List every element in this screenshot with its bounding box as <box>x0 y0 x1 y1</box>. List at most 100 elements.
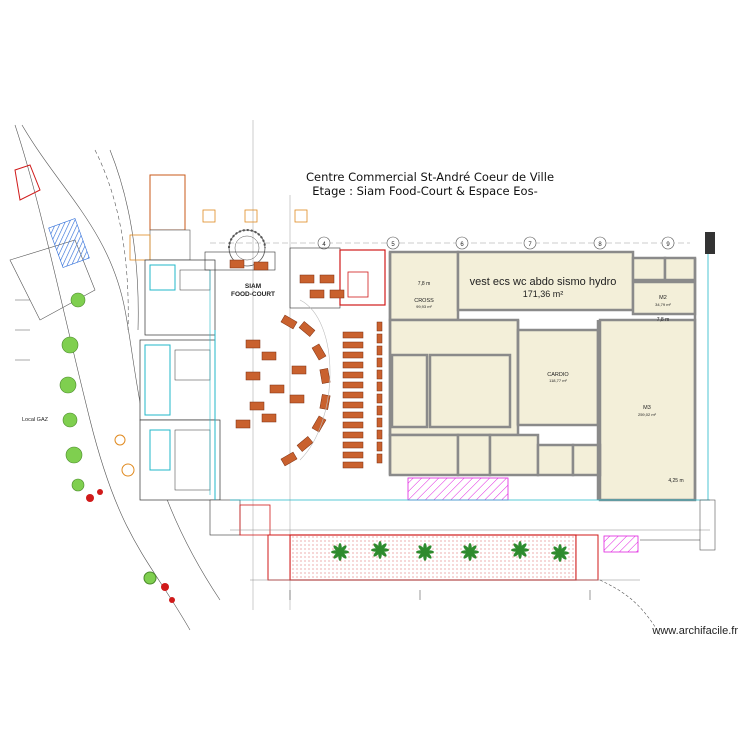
table <box>342 381 364 389</box>
table <box>289 394 305 404</box>
m2-area: 34,79 m² <box>655 302 671 307</box>
siam-label-1: SIAM <box>245 283 261 290</box>
table <box>342 401 364 409</box>
table <box>376 333 383 344</box>
trees <box>59 292 86 492</box>
cardio-area: 118,77 m² <box>549 378 567 383</box>
room-m3 <box>598 318 697 502</box>
table <box>342 331 364 339</box>
table <box>253 261 269 271</box>
table <box>296 436 314 452</box>
watermark: www.archifacile.fr <box>651 625 738 637</box>
table <box>342 371 364 379</box>
dim-425: 4,25 m <box>668 478 683 484</box>
upper-left-block <box>129 174 308 267</box>
grid-label-5: 9 <box>666 242 670 248</box>
hatched-zone-2 <box>603 535 639 553</box>
cross-area: 99,93 m² <box>416 304 432 309</box>
table <box>280 314 298 330</box>
grid-label-0: 4 <box>322 242 326 248</box>
table <box>299 274 315 284</box>
plan-title-line1: Centre Commercial St-André Coeur de Vill… <box>306 170 554 184</box>
dim-78-b: 7,8 m <box>657 317 670 323</box>
table <box>342 411 364 419</box>
table <box>376 381 383 392</box>
right-edge <box>640 232 716 551</box>
table <box>245 339 261 349</box>
local-gaz-label: Local GAZ <box>22 417 49 423</box>
room-abdos <box>388 433 460 477</box>
red-markers <box>86 434 175 603</box>
big-room-label: vest ecs wc abdo sismo hydro <box>470 276 617 288</box>
dim-78-a: 7,8 m <box>418 281 431 287</box>
palm-leaf <box>333 545 341 553</box>
tables <box>229 259 383 469</box>
plan-title-line2: Etage : Siam Food-Court & Espace Eos- <box>312 184 537 198</box>
table <box>376 369 383 380</box>
table <box>342 361 364 369</box>
palms <box>331 541 569 562</box>
room-small-2 <box>663 256 697 282</box>
table <box>249 401 265 411</box>
table <box>376 441 383 452</box>
palm-leaf <box>373 543 381 551</box>
table <box>342 341 364 349</box>
cross-label: CROSS <box>414 298 434 304</box>
big-room-area: 171,36 m² <box>523 289 564 299</box>
table <box>298 321 316 337</box>
seating-arc <box>299 299 331 461</box>
table <box>342 421 364 429</box>
planter <box>289 534 577 581</box>
table <box>269 384 285 394</box>
table <box>291 365 307 375</box>
cardio-label: CARDIO <box>547 372 569 378</box>
table <box>280 451 298 467</box>
m3-area: 259,02 m² <box>638 412 657 417</box>
table <box>376 405 383 416</box>
table <box>319 274 335 284</box>
table <box>376 345 383 356</box>
grid-label-2: 6 <box>460 242 464 248</box>
table <box>261 413 277 423</box>
hatched-zone-1 <box>407 477 509 501</box>
table <box>229 259 245 269</box>
grid-label-4: 8 <box>598 242 602 248</box>
table <box>311 415 327 433</box>
table <box>319 394 331 410</box>
room-storage-1 <box>488 433 540 477</box>
site-boundary: Local GAZ <box>9 124 221 631</box>
table <box>376 321 383 332</box>
palm-leaf <box>418 545 426 553</box>
table <box>235 419 251 429</box>
siam-label-2: FOOD-COURT <box>231 291 275 298</box>
palm-leaf <box>463 545 471 553</box>
table <box>376 417 383 428</box>
table <box>342 451 364 459</box>
table <box>342 351 364 359</box>
rooms <box>388 250 697 502</box>
stalls-top <box>204 247 386 309</box>
table <box>376 357 383 368</box>
table <box>376 393 383 404</box>
room-wc <box>456 433 492 477</box>
palm-leaf <box>513 543 521 551</box>
table <box>309 289 325 299</box>
room-storage-3 <box>571 443 602 477</box>
table <box>376 429 383 440</box>
table <box>342 461 364 469</box>
bottom-corridor <box>230 499 710 636</box>
water-basin <box>48 218 90 268</box>
m3-label: M3 <box>643 405 651 411</box>
grid-label-3: 7 <box>528 242 532 248</box>
room-core <box>428 353 512 429</box>
table <box>376 453 383 464</box>
table <box>319 368 331 384</box>
m2-label: M2 <box>659 295 667 301</box>
table <box>342 431 364 439</box>
room-storage-2 <box>536 443 575 477</box>
kitchen-blocks <box>139 259 271 536</box>
table <box>311 343 327 361</box>
grid-axes: 4 5 6 7 8 9 <box>210 120 690 610</box>
palm-leaf <box>553 546 561 554</box>
